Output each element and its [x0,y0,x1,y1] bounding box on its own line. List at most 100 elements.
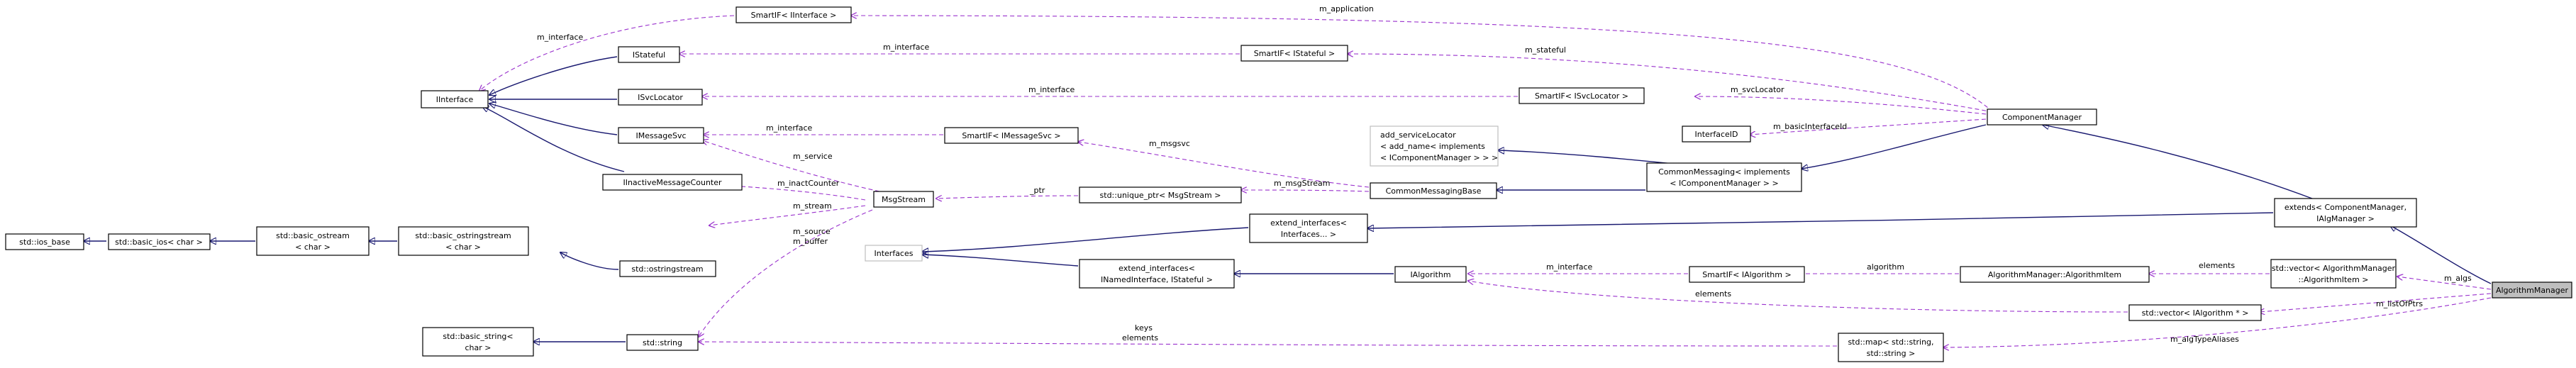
inheritance-edges [84,56,2492,342]
edge-m_basicInterfaceId [1750,118,1987,135]
node-algmanager[interactable]: AlgorithmManager [2492,281,2572,299]
node-sf_istateful[interactable]: SmartIF< IStateful > [1240,45,1348,62]
node-unique_ptr[interactable]: std::unique_ptr< MsgStream > [1079,186,1242,203]
node-label-line1: std::basic_ostream [276,231,350,240]
nodes: std::ios_base std::basic_ios< char > std… [5,6,2572,362]
node-map_str[interactable]: std::map< std::string, std::string > [1838,333,1944,362]
node-label-line1: extend_interfaces< [1118,264,1195,273]
node-label-line2: char > [465,343,492,352]
node-label-line2: std::string > [1867,349,1916,358]
node-label-line2: Interfaces... > [1281,230,1336,239]
node-label: std::vector< IAlgorithm * > [2142,308,2249,318]
edge-label-m_interface: m_interface [766,123,813,133]
node-algitem[interactable]: AlgorithmManager::AlgorithmItem [1960,266,2150,283]
node-ios_base[interactable]: std::ios_base [5,233,84,250]
edge-label-m_msgStream: m_msgStream [1274,179,1330,188]
edge-imessagesvc-iinterface [489,104,618,135]
edge-m_svcLocator [1695,96,1994,116]
edge-m_msgStream [1241,190,1370,191]
edge-sf_iinterface-iinterface [479,15,735,91]
node-label: IInactiveMessageCounter [623,178,722,187]
node-basic_string[interactable]: std::basic_string< char > [422,327,534,357]
edge-m_algs [2397,277,2492,290]
node-extend_interfaces[interactable]: extend_interfaces< Interfaces... > [1249,213,1368,243]
node-label: AlgorithmManager::AlgorithmItem [1988,270,2121,279]
node-sf_iinterface[interactable]: SmartIF< IInterface > [735,6,852,23]
edge-label-m_buffer: m_buffer [793,237,828,246]
node-vec_algitem[interactable]: std::vector< AlgorithmManager ::Algorith… [2270,259,2397,289]
node-ialgorithm[interactable]: IAlgorithm [1394,266,1467,283]
edge-m_algTypeAliases [1943,297,2492,347]
node-label-line2: INamedInterface, IStateful > [1101,275,1213,284]
edge-label-m_interface: m_interface [883,43,930,52]
edge-m_stateful [1348,54,1994,113]
node-add_svc[interactable]: add_serviceLocator < add_name< implement… [1370,126,1499,167]
node-label: AlgorithmManager [2496,286,2569,295]
node-label-line2: < char > [295,242,331,252]
edge-componentmanager-cm_impl [1801,124,1987,169]
node-label: Interfaces [875,249,914,258]
node-componentmanager[interactable]: ComponentManager [1987,108,2097,126]
node-isvclocator[interactable]: ISvcLocator [618,89,703,106]
node-label-line1: add_serviceLocator [1380,130,1456,140]
edge-label-m_basicInterfaceId: m_basicInterfaceId [1773,122,1847,131]
node-iinterface[interactable]: IInterface [421,90,489,108]
node-sf_imessagesvc[interactable]: SmartIF< IMessageSvc > [944,127,1079,144]
node-iinactive[interactable]: IInactiveMessageCounter [602,174,743,191]
edge-extends_cm-componentmanager [2043,125,2313,199]
node-label: IStateful [633,50,665,60]
node-label: IAlgorithm [1410,270,1450,279]
node-basic_ios[interactable]: std::basic_ios< char > [108,233,211,250]
edge-extends_cm-interfaces [1367,212,2274,228]
edge-label-m_stream: m_stream [793,201,832,211]
node-label: IInterface [436,95,474,104]
edge-m_msgsvc [1078,142,1370,188]
node-label-line2: < IComponentManager > > [1670,179,1778,188]
node-label: SmartIF< IInterface > [751,11,837,20]
node-msgstream[interactable]: MsgStream [873,191,934,208]
node-label-line2: < char > [445,242,481,252]
edge-label-keys: keys [1135,323,1153,333]
node-cm_impl[interactable]: CommonMessaging< implements < IComponent… [1646,162,1802,192]
edge-label-m_algTypeAliases: m_algTypeAliases [2170,335,2239,344]
node-interfaces[interactable]: Interfaces [865,245,923,262]
node-istateful[interactable]: IStateful [618,46,680,63]
edge-iinactive-iinterface [482,106,625,172]
edge-label-m_algs: m_algs [2444,274,2472,283]
edge-elements_ialg [1468,281,2128,313]
node-label: std::ios_base [19,238,70,247]
node-cmbase[interactable]: CommonMessagingBase [1370,182,1497,199]
node-basic_ostream[interactable]: std::basic_ostream < char > [256,226,370,256]
edge-label-ptr: _ptr [1029,186,1045,195]
node-label-line1: extends< ComponentManager, [2284,203,2406,212]
node-label: std::ostringstream [631,264,703,274]
node-imessagesvc[interactable]: IMessageSvc [618,127,704,144]
edge-m_service [702,140,880,192]
node-label-line1: CommonMessaging< implements [1658,167,1790,177]
node-label-line3: < IComponentManager > > > [1380,153,1498,162]
edge-label-elements: elements [1122,333,1158,342]
node-sf_ialgorithm[interactable]: SmartIF< IAlgorithm > [1689,266,1805,283]
node-interfaceid[interactable]: InterfaceID [1682,126,1751,143]
node-extend_interfaces2[interactable]: extend_interfaces< INamedInterface, ISta… [1079,259,1235,289]
edge-extend_interfaces-interfaces [922,227,1249,252]
node-vec_ialg[interactable]: std::vector< IAlgorithm * > [2128,304,2262,321]
edge-m_stream [709,205,866,225]
node-extends_cm[interactable]: extends< ComponentManager, IAlgManager > [2274,198,2417,228]
node-label: IMessageSvc [636,131,687,140]
node-label: SmartIF< IAlgorithm > [1702,270,1791,279]
node-label: CommonMessagingBase [1386,186,1482,196]
node-label-line2: ::AlgorithmItem > [2298,275,2368,284]
edge-label-m_listOfPtrs: m_listOfPtrs [2376,299,2423,308]
node-sf_isvclocator[interactable]: SmartIF< ISvcLocator > [1519,87,1645,104]
edge-label-m_interface: m_interface [1546,262,1593,272]
edge-m_inactCounter [699,184,866,201]
node-string[interactable]: std::string [626,334,699,351]
edge-m_listOfPtrs [2259,293,2492,312]
node-basic_ostringstream[interactable]: std::basic_ostringstream < char > [398,226,529,256]
edge-keys_elements [699,342,1838,347]
edge-m_source_buffer [699,209,873,337]
node-label-line2: < add_name< implements [1380,142,1485,151]
node-ostringstream[interactable]: std::ostringstream [619,260,716,277]
node-label-line2: IAlgManager > [2316,214,2375,223]
